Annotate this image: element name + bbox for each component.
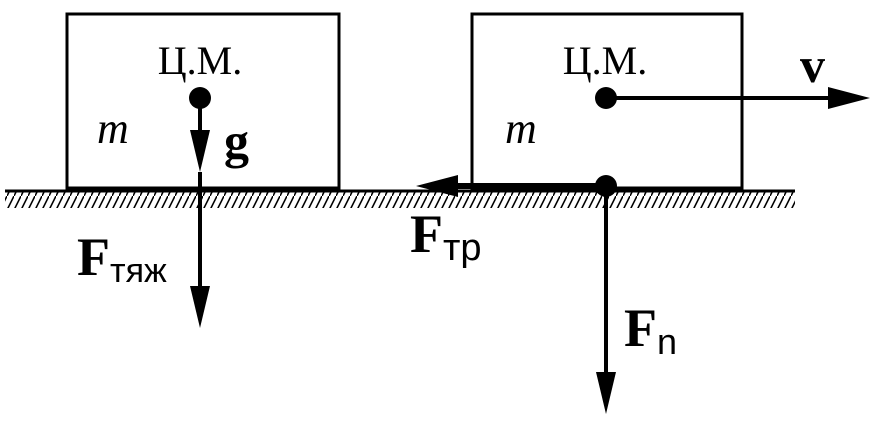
gravity-arrow-head xyxy=(190,130,210,172)
velocity-arrow-head xyxy=(828,87,870,109)
gravity-force-arrow-head xyxy=(190,286,210,328)
velocity-label: v xyxy=(800,37,825,93)
normal-force-arrow-head xyxy=(596,372,616,414)
gravity-force-main: F xyxy=(77,227,110,287)
left-mass-label: m xyxy=(97,104,129,153)
friction-force-main: F xyxy=(410,204,443,264)
friction-force-sub: тр xyxy=(443,227,482,269)
friction-arrow-head xyxy=(416,175,458,197)
ground-hatching xyxy=(5,192,795,208)
left-gravity-label: g xyxy=(224,113,249,169)
normal-force-label: Fn xyxy=(624,298,677,362)
left-com-label: Ц.М. xyxy=(158,38,242,83)
right-mass-label: m xyxy=(505,104,537,153)
gravity-force-label: Fтяж xyxy=(77,227,167,290)
normal-force-main: F xyxy=(624,298,657,358)
gravity-force-sub: тяж xyxy=(110,252,167,290)
normal-force-sub: n xyxy=(657,321,677,362)
right-com-label: Ц.М. xyxy=(563,38,647,83)
right-block-group: Ц.М. m v Fтр Fn xyxy=(410,12,870,414)
left-block-group: Ц.М. m g Fтяж xyxy=(65,12,341,328)
ground xyxy=(5,189,795,208)
friction-force-label: Fтр xyxy=(410,204,482,269)
